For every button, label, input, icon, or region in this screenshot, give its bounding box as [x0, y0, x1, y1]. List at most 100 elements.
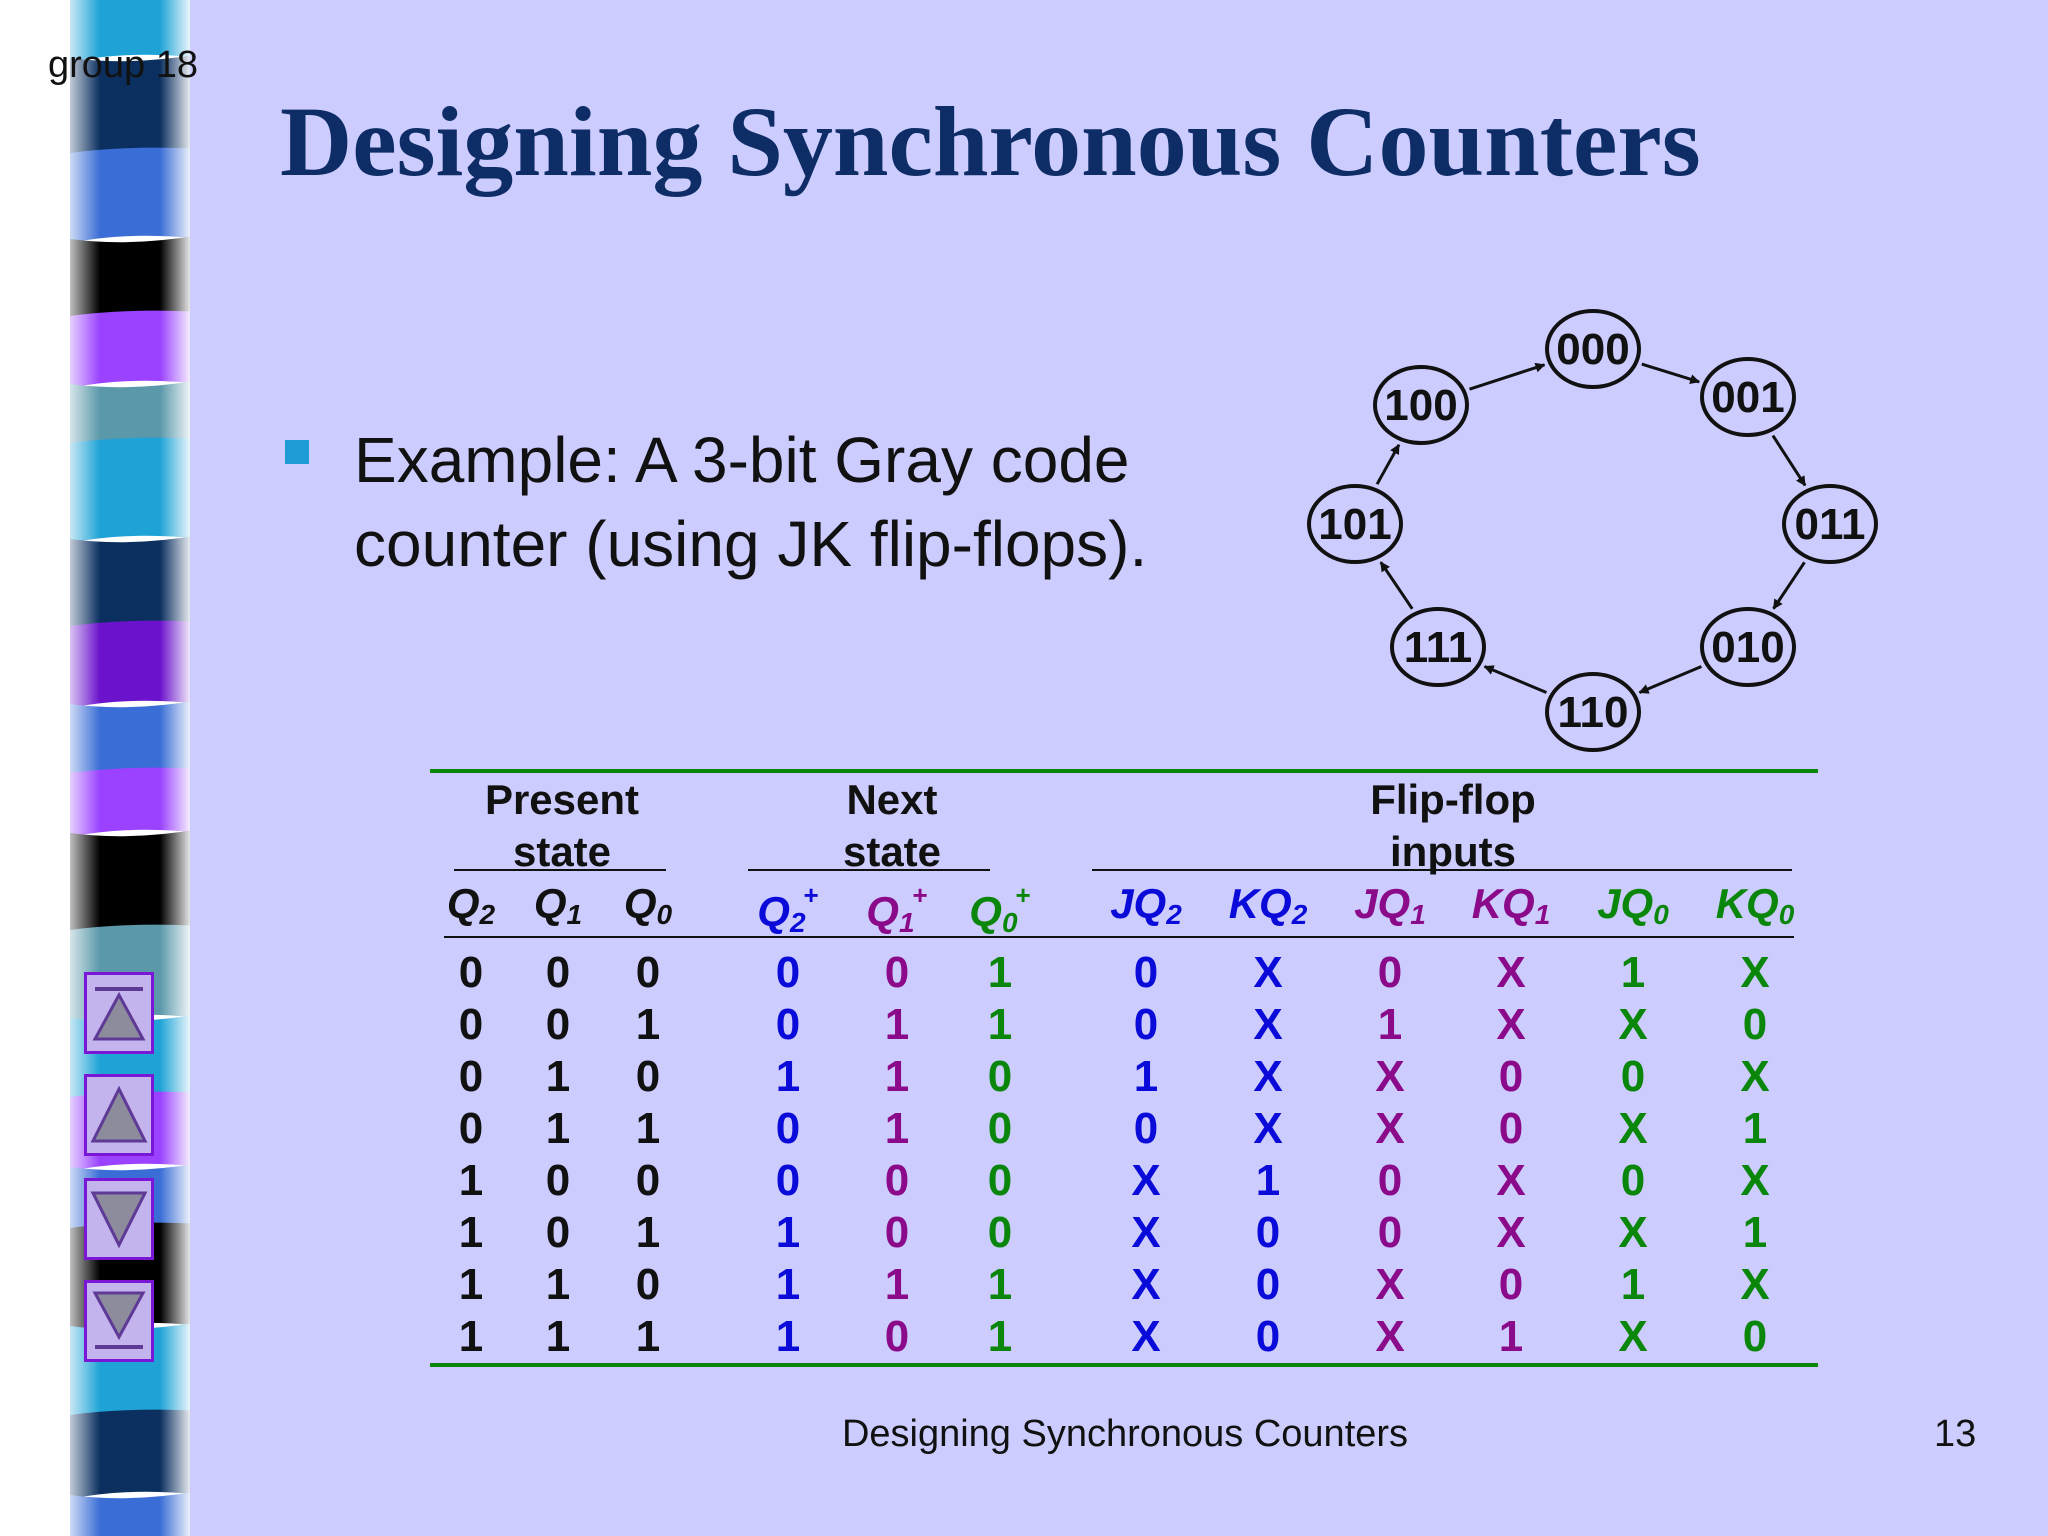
transition-arrow-010-to-110 — [1638, 665, 1703, 694]
group-header-present-line2: state — [512, 828, 612, 875]
table-top-rule — [430, 769, 1818, 773]
table-cell: 0 — [987, 1156, 1013, 1205]
transition-arrow-101-to-100 — [1375, 443, 1401, 485]
table-cell: 1 — [458, 1208, 484, 1257]
state-label-011: 011 — [1795, 500, 1866, 549]
table-cell: 1 — [1377, 1000, 1403, 1049]
table-cell: X — [1253, 1104, 1283, 1153]
table-cell: 1 — [775, 1312, 801, 1361]
column-header-jq2: JQ2 — [1110, 880, 1182, 930]
nav-first-slide-button[interactable] — [84, 972, 154, 1054]
state-label-110: 110 — [1558, 688, 1629, 737]
table-cell: 1 — [1742, 1104, 1768, 1153]
table-cell: 0 — [545, 1208, 571, 1257]
table-cell: 1 — [635, 1104, 661, 1153]
state-node-110 — [1545, 672, 1641, 752]
table-cell: 1 — [884, 1000, 910, 1049]
column-header-q2plus: Q2+ — [757, 880, 819, 938]
table-cell: 0 — [1133, 948, 1159, 997]
page-number: 13 — [1934, 1413, 1977, 1455]
table-cell: 1 — [635, 1312, 661, 1361]
footer-title: Designing Synchronous Counters — [841, 1413, 1409, 1455]
table-cell: 1 — [458, 1260, 484, 1309]
column-header-jq1: JQ1 — [1354, 880, 1426, 930]
table-cell: X — [1375, 1312, 1405, 1361]
table-cell: 1 — [987, 1312, 1013, 1361]
table-cell: 0 — [458, 1052, 484, 1101]
state-node-000 — [1545, 309, 1641, 389]
table-cell: 1 — [458, 1312, 484, 1361]
nav-next-slide-button[interactable] — [84, 1178, 154, 1260]
table-cell: 1 — [1255, 1156, 1281, 1205]
table-cell: 1 — [545, 1104, 571, 1153]
table-cell: X — [1131, 1208, 1161, 1257]
table-cell: 0 — [458, 1104, 484, 1153]
table-cell: X — [1618, 1208, 1648, 1257]
table-cell: 0 — [545, 1000, 571, 1049]
table-cell: 0 — [1498, 1260, 1524, 1309]
table-cell: 1 — [1620, 1260, 1646, 1309]
table-cell: 1 — [545, 1312, 571, 1361]
group-header-next-line1: Next — [846, 776, 938, 823]
group-label: group 18 — [48, 44, 199, 86]
table-cell: X — [1496, 1208, 1526, 1257]
table-cell: X — [1618, 1000, 1648, 1049]
state-label-101: 101 — [1318, 500, 1391, 549]
bullet-line-1: Example: A 3-bit Gray code — [354, 424, 1130, 496]
column-header-kq2: KQ2 — [1228, 880, 1308, 930]
transition-arrow-110-to-111 — [1483, 665, 1548, 694]
table-cell: 1 — [1620, 948, 1646, 997]
table-cell: X — [1740, 1156, 1770, 1205]
table-cell: 0 — [884, 1156, 910, 1205]
nav-last-slide-button[interactable] — [84, 1280, 154, 1362]
table-cell: 1 — [775, 1260, 801, 1309]
table-cell: 0 — [458, 1000, 484, 1049]
table-cell: 0 — [1620, 1052, 1646, 1101]
table-cell: 0 — [1377, 948, 1403, 997]
table-cell: 1 — [1742, 1208, 1768, 1257]
table-cell: X — [1740, 948, 1770, 997]
column-header-q1: Q1 — [533, 880, 583, 930]
state-node-010 — [1700, 607, 1796, 687]
bullet-marker — [285, 440, 309, 464]
table-cell: 0 — [1498, 1104, 1524, 1153]
table-cell: 1 — [884, 1260, 910, 1309]
table-cell: X — [1618, 1104, 1648, 1153]
column-header-q1plus: Q1+ — [866, 880, 928, 938]
column-header-kq0: KQ0 — [1715, 880, 1795, 930]
table-cell: X — [1253, 1000, 1283, 1049]
table-cell: 0 — [1377, 1156, 1403, 1205]
table-cell: 0 — [635, 1260, 661, 1309]
table-cell: 0 — [884, 948, 910, 997]
table-cell: 1 — [545, 1260, 571, 1309]
table-cell: 1 — [987, 948, 1013, 997]
column-header-jq0: JQ0 — [1597, 880, 1669, 930]
table-cell: 1 — [1498, 1312, 1524, 1361]
nav-previous-slide-button[interactable] — [84, 1074, 154, 1156]
table-cell: 0 — [1742, 1312, 1768, 1361]
table-cell: X — [1131, 1312, 1161, 1361]
table-cell: 1 — [545, 1052, 571, 1101]
table-cell: 1 — [884, 1052, 910, 1101]
table-cell: 0 — [1742, 1000, 1768, 1049]
transition-arrow-000-to-001 — [1641, 362, 1701, 385]
table-cell: 0 — [987, 1052, 1013, 1101]
state-label-100: 100 — [1384, 381, 1457, 430]
table-cell: X — [1375, 1104, 1405, 1153]
table-cell: 1 — [775, 1052, 801, 1101]
table-cell: 0 — [884, 1312, 910, 1361]
table-cell: X — [1496, 1156, 1526, 1205]
column-header-q0: Q0 — [623, 880, 673, 930]
table-cell: 0 — [1255, 1260, 1281, 1309]
table-cell: X — [1740, 1260, 1770, 1309]
table-cell: 1 — [987, 1000, 1013, 1049]
table-cell: 1 — [635, 1000, 661, 1049]
state-node-011 — [1782, 484, 1878, 564]
table-cell: X — [1131, 1156, 1161, 1205]
state-node-111 — [1390, 607, 1486, 687]
table-cell: 0 — [1377, 1208, 1403, 1257]
state-label-001: 001 — [1711, 373, 1784, 422]
state-label-010: 010 — [1711, 623, 1784, 672]
group-underline-inputs — [1092, 869, 1792, 871]
